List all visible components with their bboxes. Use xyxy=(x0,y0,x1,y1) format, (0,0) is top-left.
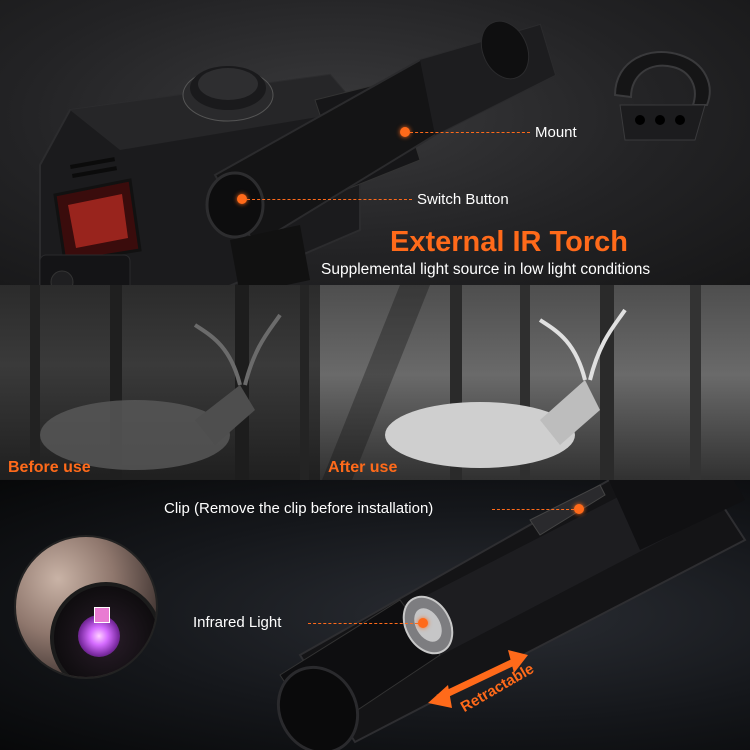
infrared-marker-dot xyxy=(418,618,428,628)
switch-leader-line xyxy=(247,199,412,200)
page-subtitle: Supplemental light source in low light c… xyxy=(321,261,651,278)
after-use-caption: After use xyxy=(328,459,398,476)
infrared-inset-photo xyxy=(14,535,158,679)
mount-ring-illustration xyxy=(613,50,711,141)
product-photo-scope xyxy=(0,0,750,326)
inset-lens xyxy=(50,582,156,677)
infrared-led-chip xyxy=(94,607,110,623)
clip-marker-dot xyxy=(574,504,584,514)
page-title: External IR Torch xyxy=(390,226,628,258)
clip-leader-line xyxy=(492,509,574,510)
switch-marker-dot xyxy=(237,194,247,204)
before-use-caption: Before use xyxy=(8,459,91,476)
forest-elk-illustration xyxy=(30,285,701,485)
flashlight-illustration xyxy=(276,420,747,750)
clip-label: Clip (Remove the clip before installatio… xyxy=(164,500,434,517)
mount-marker-dot xyxy=(400,127,410,137)
before-after-scene xyxy=(0,285,750,485)
mount-label: Mount xyxy=(535,124,577,141)
switch-button-label: Switch Button xyxy=(417,191,509,208)
mount-leader-line xyxy=(410,132,530,133)
infrared-leader-line xyxy=(308,623,418,624)
infrared-light-label: Infrared Light xyxy=(193,614,282,631)
